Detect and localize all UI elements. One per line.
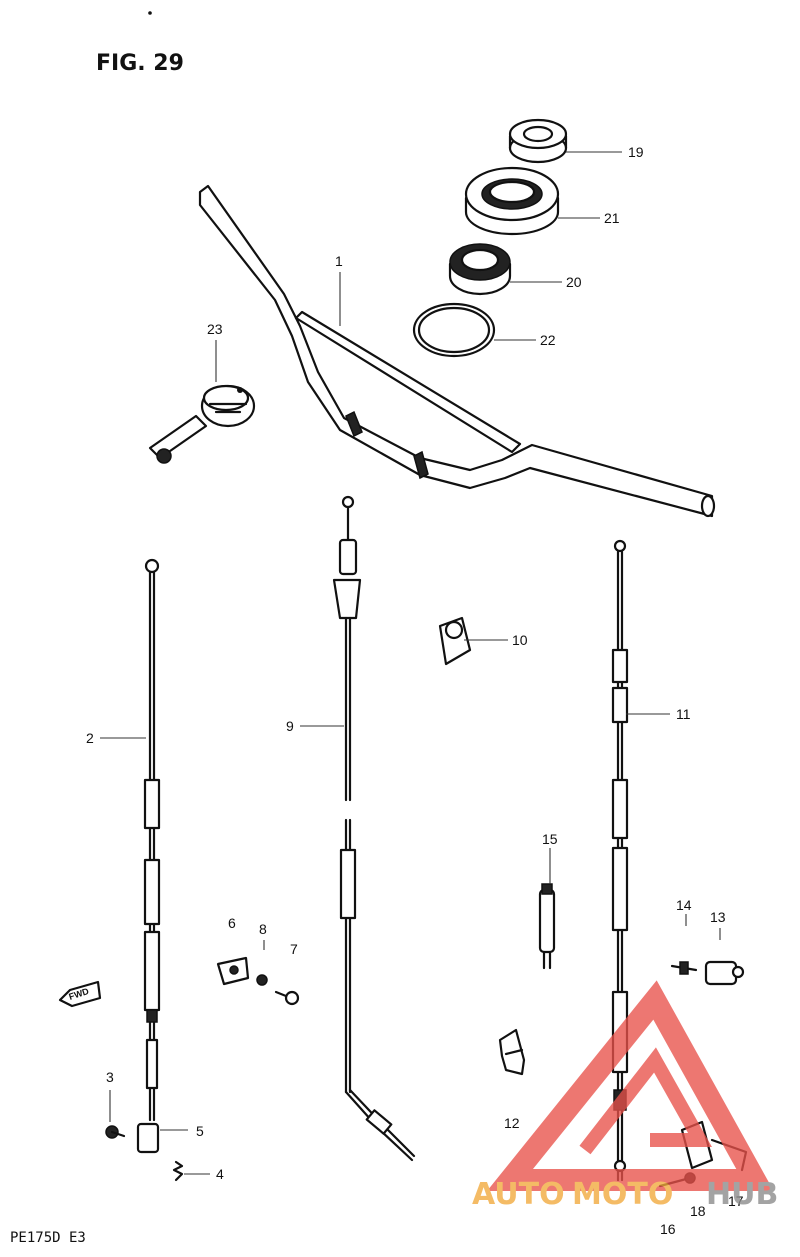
throttle-housing <box>148 384 256 464</box>
screw-14 <box>670 961 698 975</box>
bearing-small <box>448 243 512 296</box>
spring-4 <box>172 1160 184 1182</box>
steering-nut <box>508 118 568 164</box>
callout-18: 18 <box>690 1203 706 1219</box>
seal-ring-inner <box>417 306 491 354</box>
watermark-auto: AUTO <box>472 1177 565 1212</box>
cable-middle <box>332 495 416 1162</box>
callout-8: 8 <box>259 921 267 937</box>
cable-guide-12 <box>498 1028 526 1076</box>
clamp-6 <box>216 956 250 986</box>
callout-11: 11 <box>676 706 691 722</box>
callout-13: 13 <box>710 909 726 925</box>
cable-adjuster-15 <box>538 883 556 970</box>
callout-20: 20 <box>566 274 582 290</box>
callout-3: 3 <box>106 1069 114 1085</box>
cable-left <box>136 558 161 1154</box>
bolt-7 <box>274 990 300 1006</box>
watermark-moto: MOTO <box>572 1177 673 1212</box>
callout-15: 15 <box>542 831 558 847</box>
cable-right <box>611 539 629 1182</box>
figure-title: FIG. 29 <box>96 51 184 76</box>
callout-23: 23 <box>207 321 223 337</box>
callout-9: 9 <box>286 718 294 734</box>
screw-3 <box>105 1125 126 1139</box>
callout-12: 12 <box>504 1115 520 1131</box>
callout-16: 16 <box>660 1221 676 1237</box>
callout-19: 19 <box>628 144 644 160</box>
fwd-arrow-marker: FWD <box>58 980 102 1008</box>
automotohub-watermark: AUTO MOTO HUB <box>472 980 778 1212</box>
seal-ring <box>412 302 496 358</box>
callout-17: 17 <box>728 1193 744 1209</box>
callout-2: 2 <box>86 730 94 746</box>
model-code: PE175D E3 <box>10 1230 86 1246</box>
callout-14: 14 <box>676 897 692 913</box>
leader-lines <box>100 151 721 1175</box>
callout-10: 10 <box>512 632 528 648</box>
callouts: 1 2 3 4 5 6 7 8 9 10 11 12 13 14 15 16 1… <box>86 144 744 1237</box>
speck <box>148 11 152 15</box>
callout-7: 7 <box>290 941 298 957</box>
watermark-hub: HUB <box>706 1177 778 1212</box>
callout-22: 22 <box>540 332 556 348</box>
washer-8 <box>256 974 268 986</box>
callout-21: 21 <box>604 210 620 226</box>
lever-holder-13 <box>704 960 745 986</box>
handlebar <box>198 184 716 518</box>
callout-6: 6 <box>228 915 236 931</box>
cable-clamp-10 <box>438 616 472 666</box>
callout-1: 1 <box>335 253 343 269</box>
callout-5: 5 <box>196 1123 204 1139</box>
callout-4: 4 <box>216 1166 224 1182</box>
bearing-large <box>464 166 560 236</box>
